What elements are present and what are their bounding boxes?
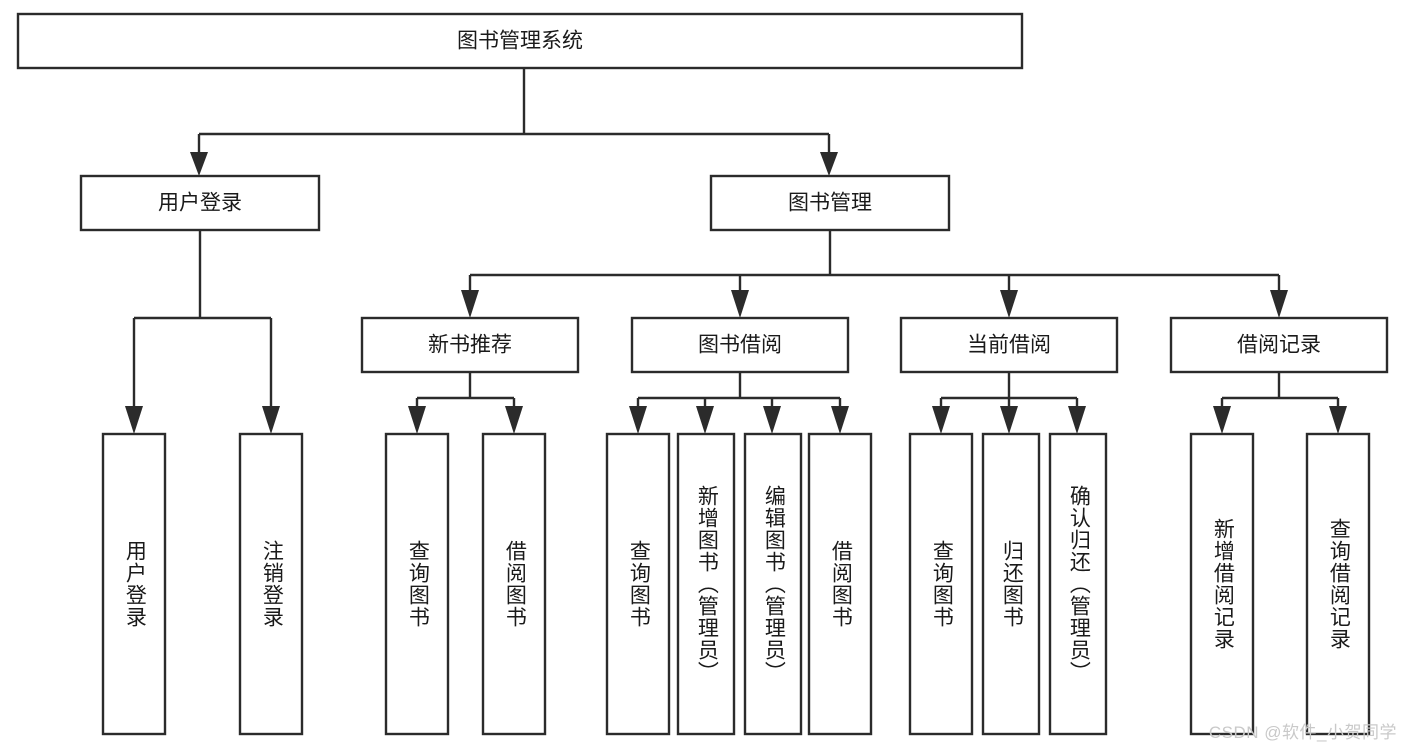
node-leaf-logout-login[interactable]: 注销登录 — [240, 434, 302, 734]
arrow-head-leaf-add-book — [696, 406, 714, 434]
node-leaf-return-book-label: 归还图书 — [1000, 540, 1024, 628]
node-leaf-add-book-box[interactable] — [676, 432, 736, 736]
node-leaf-return-book-box[interactable] — [981, 432, 1041, 736]
arrow-head-leaf-query-book-1 — [408, 406, 426, 434]
node-leaf-query-book-3-label: 查询图书 — [930, 540, 954, 628]
node-book-borrow-box[interactable] — [630, 316, 850, 374]
node-user-login-box[interactable] — [79, 174, 321, 232]
node-new-book-rec[interactable]: 新书推荐 — [360, 316, 580, 374]
node-leaf-user-login-box[interactable] — [101, 432, 167, 736]
node-leaf-borrow-book-1-label: 借阅图书 — [503, 540, 527, 628]
node-book-manage[interactable]: 图书管理 — [709, 174, 951, 232]
node-leaf-query-record[interactable]: 查询借阅记录 — [1307, 434, 1369, 734]
arrow-head-leaf-confirm-return — [1068, 406, 1086, 434]
node-leaf-confirm-return-box[interactable] — [1048, 432, 1108, 736]
node-leaf-edit-book[interactable]: 编辑图书（管理员） — [745, 438, 801, 730]
node-leaf-query-record-box[interactable] — [1305, 432, 1371, 736]
arrow-head-leaf-logout-login — [262, 406, 280, 434]
node-leaf-query-book-3[interactable]: 查询图书 — [910, 434, 972, 734]
node-leaf-add-record[interactable]: 新增借阅记录 — [1191, 434, 1253, 734]
node-leaf-query-book-2-label: 查询图书 — [627, 540, 651, 628]
arrow-head-new-book-rec — [461, 290, 479, 318]
arrow-head-leaf-query-book-2 — [629, 406, 647, 434]
node-user-login-label: 用户登录 — [158, 192, 242, 215]
node-leaf-add-book-label: 新增图书（管理员） — [695, 485, 719, 683]
node-leaf-query-record-label: 查询借阅记录 — [1327, 518, 1351, 650]
node-book-manage-label: 图书管理 — [788, 192, 872, 215]
node-user-login[interactable]: 用户登录 — [79, 174, 321, 232]
arrow-head-user-login — [190, 152, 208, 176]
node-book-manage-box[interactable] — [709, 174, 951, 232]
arrow-head-leaf-borrow-book-2 — [831, 406, 849, 434]
node-leaf-query-book-1-box[interactable] — [384, 432, 450, 736]
node-current-borrow-label: 当前借阅 — [967, 334, 1051, 357]
arrow-head-book-borrow — [731, 290, 749, 318]
arrow-head-leaf-edit-book — [763, 406, 781, 434]
arrow-head-borrow-record — [1270, 290, 1288, 318]
node-leaf-query-book-1[interactable]: 查询图书 — [386, 434, 448, 734]
node-book-borrow[interactable]: 图书借阅 — [630, 316, 850, 374]
node-new-book-rec-label: 新书推荐 — [428, 334, 512, 357]
node-leaf-confirm-return-label: 确认归还（管理员） — [1067, 485, 1091, 683]
node-leaf-add-record-box[interactable] — [1189, 432, 1255, 736]
node-leaf-user-login-label: 用户登录 — [123, 540, 147, 628]
node-current-borrow[interactable]: 当前借阅 — [899, 316, 1119, 374]
node-leaf-borrow-book-2-box[interactable] — [807, 432, 873, 736]
node-borrow-record-label: 借阅记录 — [1237, 334, 1321, 357]
node-root-box[interactable] — [16, 12, 1024, 70]
node-leaf-query-book-2[interactable]: 查询图书 — [607, 434, 669, 734]
node-leaf-borrow-book-1-box[interactable] — [481, 432, 547, 736]
node-leaf-add-book[interactable]: 新增图书（管理员） — [678, 438, 734, 730]
arrow-head-leaf-query-record — [1329, 406, 1347, 434]
arrow-head-leaf-return-book — [1000, 406, 1018, 434]
node-leaf-edit-book-box[interactable] — [743, 432, 803, 736]
node-leaf-add-record-label: 新增借阅记录 — [1211, 518, 1235, 650]
node-root[interactable]: 图书管理系统 — [16, 12, 1024, 70]
node-leaf-confirm-return[interactable]: 确认归还（管理员） — [1050, 438, 1106, 730]
node-leaf-query-book-2-box[interactable] — [605, 432, 671, 736]
node-leaf-user-login[interactable]: 用户登录 — [103, 434, 165, 734]
node-root-label: 图书管理系统 — [457, 30, 583, 53]
arrow-head-leaf-borrow-book-1 — [505, 406, 523, 434]
node-borrow-record-box[interactable] — [1169, 316, 1389, 374]
arrow-head-current-borrow — [1000, 290, 1018, 318]
node-leaf-edit-book-label: 编辑图书（管理员） — [762, 485, 786, 683]
arrow-head-leaf-add-record — [1213, 406, 1231, 434]
node-leaf-logout-login-label: 注销登录 — [260, 540, 284, 628]
node-leaf-borrow-book-2-label: 借阅图书 — [829, 540, 853, 628]
node-leaf-logout-login-box[interactable] — [238, 432, 304, 736]
node-leaf-return-book[interactable]: 归还图书 — [983, 434, 1039, 734]
arrow-head-book-manage — [820, 152, 838, 176]
arrow-head-leaf-user-login — [125, 406, 143, 434]
node-book-borrow-label: 图书借阅 — [698, 334, 782, 357]
node-leaf-borrow-book-1[interactable]: 借阅图书 — [483, 434, 545, 734]
node-new-book-rec-box[interactable] — [360, 316, 580, 374]
node-leaf-borrow-book-2[interactable]: 借阅图书 — [809, 434, 871, 734]
node-borrow-record[interactable]: 借阅记录 — [1169, 316, 1389, 374]
node-leaf-query-book-1-label: 查询图书 — [406, 540, 430, 628]
node-leaf-query-book-3-box[interactable] — [908, 432, 974, 736]
arrow-head-leaf-query-book-3 — [932, 406, 950, 434]
watermark-text: CSDN @软件_小贺同学 — [1208, 723, 1397, 742]
